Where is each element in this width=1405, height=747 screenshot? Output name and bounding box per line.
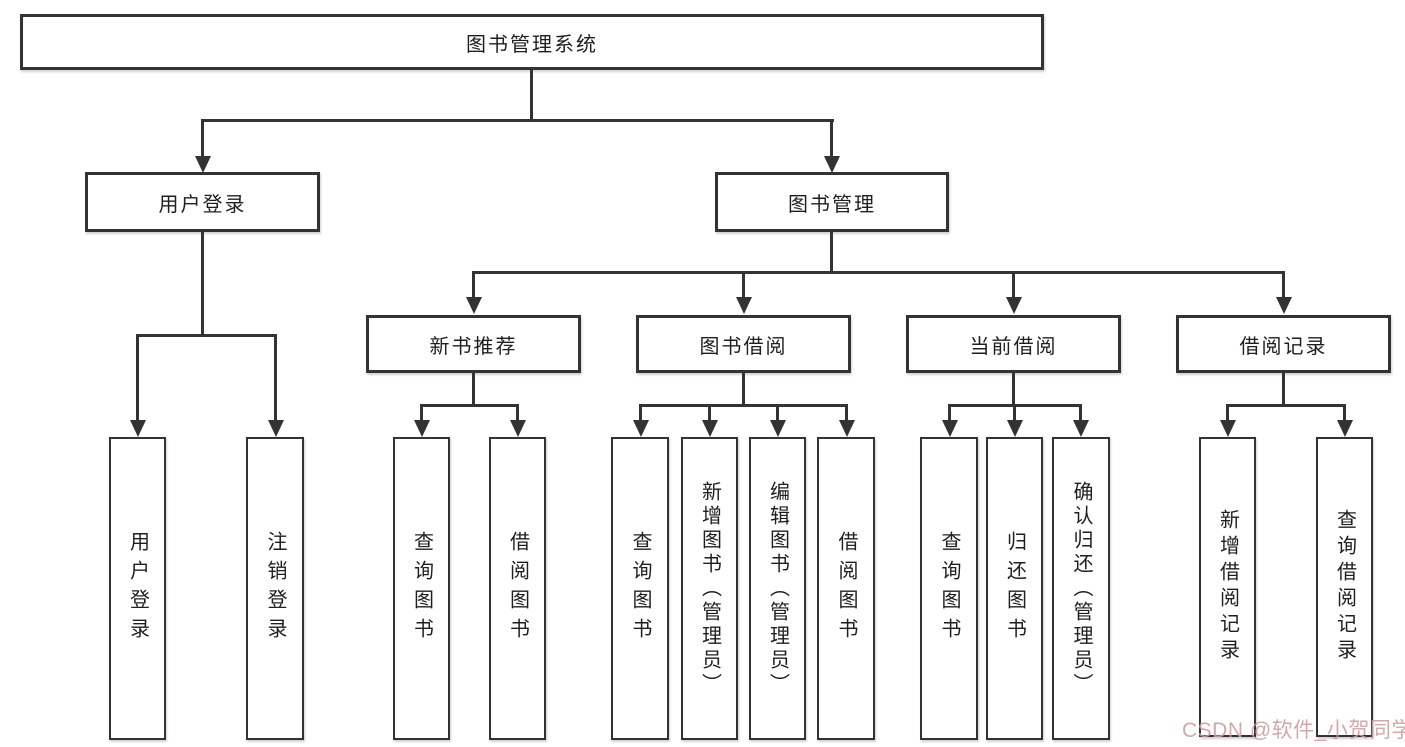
- leaf-logout-label: 注销登录: [264, 530, 286, 647]
- arrow-down-icon: [1220, 420, 1236, 437]
- connector-g3-stem: [1012, 373, 1015, 406]
- arrow-down-icon: [1007, 420, 1023, 437]
- connector-g2-drop-3: [776, 404, 779, 422]
- connector-login-leaf1-drop: [136, 334, 139, 421]
- connector-g1-drop-2: [516, 404, 519, 422]
- connector-g3-drop-3: [1079, 404, 1082, 422]
- node-book-borrow: 图书借阅: [636, 315, 851, 373]
- arrow-down-icon: [195, 156, 211, 173]
- connector-g3-drop-1: [948, 404, 951, 422]
- leaf-label: 查询借阅记录: [1333, 509, 1356, 665]
- connector-l2-drop-4: [1282, 271, 1285, 298]
- leaf-user-login: 用户登录: [109, 437, 166, 740]
- connector-login-drop: [201, 119, 204, 157]
- connector-g1-drop-1: [420, 404, 423, 422]
- connector-g4-stem: [1282, 373, 1285, 406]
- arrow-down-icon: [770, 420, 786, 437]
- leaf-label: 借阅图书: [835, 530, 857, 647]
- leaf-user-login-label: 用户登录: [126, 530, 149, 647]
- node-book-management-label: 图书管理: [788, 193, 876, 216]
- connector-g3-drop-2: [1013, 404, 1016, 422]
- connector-g4-drop-1: [1226, 404, 1229, 422]
- arrow-down-icon: [824, 156, 840, 173]
- leaf-label: 新增图书（管理员）: [698, 480, 721, 697]
- csdn-watermark: CSDN @软件_小贺同学: [1182, 719, 1405, 742]
- connector-g1-stem: [472, 373, 475, 406]
- connector-g2-stem: [742, 373, 745, 406]
- leaf-label: 查询图书: [938, 530, 960, 647]
- node-user-login-label: 用户登录: [158, 193, 247, 216]
- node-new-book-recommend-label: 新书推荐: [429, 335, 518, 358]
- node-book-borrow-label: 图书借阅: [699, 335, 788, 358]
- node-user-login: 用户登录: [85, 172, 320, 232]
- node-root-label: 图书管理系统: [466, 33, 598, 56]
- arrow-down-icon: [702, 420, 718, 437]
- connector-l2-drop-2: [742, 271, 745, 298]
- leaf-g1-borrow-books: 借阅图书: [489, 437, 546, 740]
- leaf-g2-query-books: 查询图书: [611, 437, 669, 740]
- connector-l2-drop-1: [472, 271, 475, 298]
- node-root-system: 图书管理系统: [20, 14, 1044, 70]
- leaf-g4-add-borrow-record: 新增借阅记录: [1199, 437, 1256, 737]
- connector-level2-rail: [472, 271, 1285, 274]
- connector-g2-drop-2: [708, 404, 711, 422]
- node-current-borrow-label: 当前借阅: [969, 335, 1058, 358]
- leaf-g3-confirm-return-admin: 确认归还（管理员）: [1052, 437, 1110, 740]
- connector-g2-drop-1: [639, 404, 642, 422]
- connector-login-rail: [136, 334, 277, 337]
- connector-login-stem: [201, 232, 204, 337]
- leaf-label: 查询图书: [410, 530, 433, 647]
- arrow-down-icon: [1006, 297, 1022, 314]
- node-new-book-recommend: 新书推荐: [366, 315, 581, 373]
- arrow-down-icon: [414, 420, 430, 437]
- arrow-down-icon: [130, 420, 146, 437]
- leaf-g3-return-books: 归还图书: [986, 437, 1043, 740]
- leaf-label: 查询图书: [629, 530, 651, 647]
- connector-mgmt-stem: [830, 232, 833, 273]
- leaf-g2-edit-books-admin: 编辑图书（管理员）: [749, 437, 806, 740]
- connector-login-leaf2-drop: [274, 334, 277, 421]
- connector-root-stem: [530, 70, 533, 121]
- connector-level1-rail: [201, 119, 834, 122]
- leaf-label: 确认归还（管理员）: [1070, 480, 1092, 697]
- arrow-down-icon: [268, 420, 284, 437]
- arrow-down-icon: [839, 420, 855, 437]
- arrow-down-icon: [1276, 297, 1292, 314]
- leaf-g4-query-borrow-record: 查询借阅记录: [1316, 437, 1373, 737]
- connector-g4-rail: [1226, 404, 1346, 407]
- leaf-g1-query-books: 查询图书: [393, 437, 450, 740]
- arrow-down-icon: [466, 297, 482, 314]
- leaf-logout: 注销登录: [246, 437, 304, 740]
- node-current-borrow: 当前借阅: [906, 315, 1121, 373]
- connector-g2-rail: [639, 404, 848, 407]
- connector-g2-drop-4: [845, 404, 848, 422]
- connector-mgmt-drop: [830, 119, 833, 157]
- arrow-down-icon: [736, 297, 752, 314]
- node-borrow-records-label: 借阅记录: [1239, 335, 1328, 358]
- leaf-g2-borrow-books: 借阅图书: [817, 437, 875, 740]
- arrow-down-icon: [633, 420, 649, 437]
- connector-g4-drop-2: [1343, 404, 1346, 422]
- leaf-label: 归还图书: [1003, 530, 1026, 647]
- arrow-down-icon: [1337, 420, 1353, 437]
- leaf-g2-add-books-admin: 新增图书（管理员）: [681, 437, 738, 740]
- arrow-down-icon: [510, 420, 526, 437]
- node-book-management: 图书管理: [715, 172, 949, 232]
- arrow-down-icon: [1073, 420, 1089, 437]
- leaf-label: 新增借阅记录: [1216, 509, 1239, 665]
- node-borrow-records: 借阅记录: [1176, 315, 1391, 373]
- leaf-label: 借阅图书: [506, 530, 529, 647]
- leaf-g3-query-books: 查询图书: [920, 437, 978, 740]
- connector-g1-rail: [420, 404, 519, 407]
- leaf-label: 编辑图书（管理员）: [766, 480, 789, 697]
- arrow-down-icon: [942, 420, 958, 437]
- connector-l2-drop-3: [1012, 271, 1015, 298]
